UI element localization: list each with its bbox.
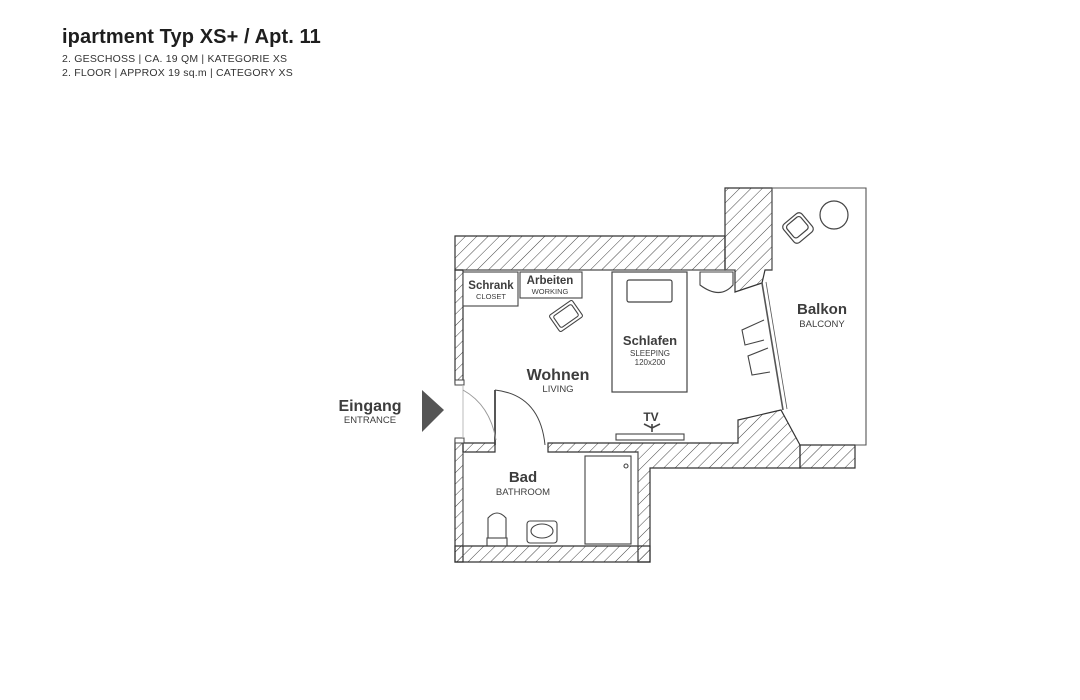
bed: [611, 271, 688, 393]
working-label: Arbeiten: [527, 275, 574, 287]
balcony-chair: [782, 212, 814, 244]
entrance-label-en: ENTRANCE: [344, 415, 396, 426]
balcony-door-leaf: [741, 319, 765, 346]
entrance-arrow-icon: [422, 390, 444, 432]
balcony-furniture: [782, 200, 849, 244]
balcony-door-leaf-lower: [747, 347, 771, 376]
wall-pillar-top-right: [724, 187, 773, 293]
entrance-label: Eingang: [338, 398, 401, 415]
wall-top: [454, 235, 726, 271]
bathroom-fixtures: [486, 455, 632, 547]
wall-bathroom-bottom: [454, 545, 651, 563]
living-label-en: LIVING: [542, 384, 573, 395]
closet-label-en: CLOSET: [476, 292, 506, 301]
entrance-door: [454, 379, 546, 446]
bathroom-label: Bad: [509, 469, 537, 486]
living-label: Wohnen: [527, 367, 590, 384]
tv-label: TV: [643, 410, 658, 424]
wall-bath-living-right: [547, 409, 801, 563]
wall-left-upper: [454, 269, 464, 384]
tv-stand: [615, 423, 685, 441]
balcony: [761, 187, 867, 446]
bed-size-label: 120x200: [635, 358, 666, 367]
working-label-en: WORKING: [532, 287, 569, 296]
desk: [519, 271, 583, 332]
bathroom-label-en: BATHROOM: [496, 487, 550, 498]
closet: [462, 271, 519, 307]
desk-chair: [549, 300, 583, 332]
room-labels: Schrank CLOSET Arbeiten WORKING Schlafen…: [338, 275, 847, 498]
toilet: [486, 512, 508, 547]
sleeping-label-en: SLEEPING: [630, 349, 670, 358]
page-title: ipartment Typ XS+ / Apt. 11: [62, 26, 321, 48]
interior-lines: [462, 269, 735, 546]
balcony-label: Balkon: [797, 301, 847, 318]
wall-lower-right: [799, 444, 856, 469]
plan-header: ipartment Typ XS+ / Apt. 11 2. GESCHOSS …: [62, 26, 321, 79]
shower: [584, 455, 632, 545]
washbasin: [526, 520, 558, 544]
round-object: [699, 271, 734, 294]
info-line-english: 2. FLOOR | APPROX 19 sq.m | CATEGORY XS: [62, 67, 293, 79]
balcony-label-en: BALCONY: [799, 319, 845, 330]
info-line-german: 2. GESCHOSS | CA. 19 QM | KATEGORIE XS: [62, 53, 288, 65]
wall-bath-living: [462, 442, 496, 453]
closet-label: Schrank: [468, 280, 514, 292]
sleeping-label: Schlafen: [623, 333, 677, 348]
wall-left-lower: [454, 439, 464, 563]
fixtures: [699, 271, 771, 376]
balcony-table: [819, 200, 849, 230]
